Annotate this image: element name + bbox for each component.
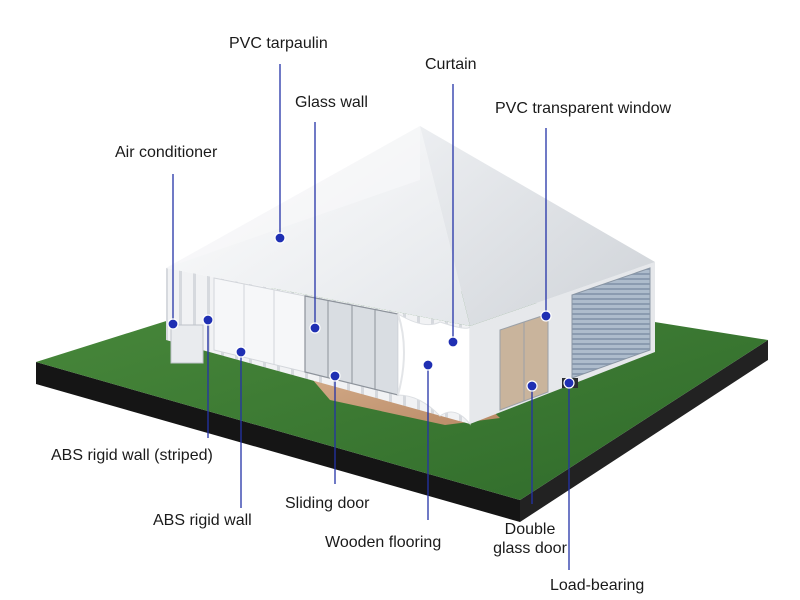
tent-roof — [166, 126, 655, 326]
marker-curtain — [447, 336, 459, 348]
marker-wooden-flooring — [422, 359, 434, 371]
label-abs-rigid-wall-striped: ABS rigid wall (striped) — [51, 447, 213, 464]
label-air-conditioner: Air conditioner — [115, 144, 218, 161]
marker-double-glass-door — [526, 380, 538, 392]
marker-sliding-door — [329, 370, 341, 382]
label-wooden-flooring: Wooden flooring — [325, 534, 442, 551]
marker-abs-wall — [235, 346, 247, 358]
label-sliding-door: Sliding door — [285, 495, 370, 512]
marker-air-conditioner — [167, 318, 179, 330]
label-pvc-tarpaulin: PVC tarpaulin — [229, 35, 328, 52]
label-double-glass-door-line2: glass door — [493, 540, 567, 557]
label-double-glass-door: Double glass door — [480, 520, 580, 558]
marker-load-bearing — [563, 377, 575, 389]
label-glass-wall: Glass wall — [295, 94, 368, 111]
label-load-bearing: Load-bearing — [550, 577, 645, 594]
marker-pvc-tarpaulin — [274, 232, 286, 244]
marker-abs-striped — [202, 314, 214, 326]
marker-pvc-window — [540, 310, 552, 322]
leader-lines — [172, 64, 570, 570]
label-abs-rigid-wall: ABS rigid wall — [153, 512, 252, 529]
marker-glass-wall — [309, 322, 321, 334]
air-conditioner-unit — [170, 324, 204, 364]
callout-markers — [167, 232, 575, 392]
label-curtain: Curtain — [425, 56, 477, 73]
label-double-glass-door-line1: Double — [504, 521, 556, 538]
label-pvc-transparent-window: PVC transparent window — [495, 100, 672, 117]
